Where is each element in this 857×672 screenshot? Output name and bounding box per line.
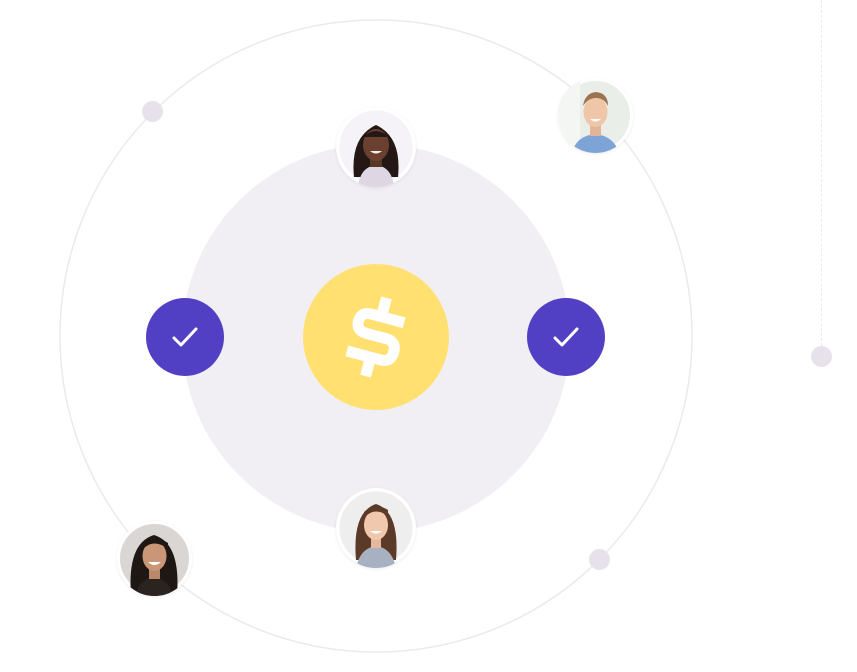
outer-orbit-ring	[59, 19, 693, 653]
dollar-coin-icon	[345, 296, 406, 378]
avatar-top[interactable]	[336, 107, 416, 187]
orbit-dot	[142, 101, 163, 122]
avatar-bottom-left[interactable]	[117, 521, 192, 596]
avatar-top-right[interactable]	[558, 78, 633, 153]
checkmark-icon	[172, 327, 198, 347]
orbit-dot	[811, 346, 832, 367]
checkmark-icon	[553, 327, 579, 347]
person-avatar-icon	[558, 78, 633, 153]
person-avatar-icon	[336, 488, 416, 568]
check-button-left[interactable]	[146, 298, 224, 376]
person-avatar-icon	[336, 107, 416, 187]
avatar-bottom[interactable]	[336, 488, 416, 568]
orbit-dot	[589, 549, 610, 570]
check-button-right[interactable]	[527, 298, 605, 376]
dollar-coin	[303, 264, 449, 410]
person-avatar-icon	[117, 521, 192, 596]
dashed-connector-line	[821, 0, 822, 346]
